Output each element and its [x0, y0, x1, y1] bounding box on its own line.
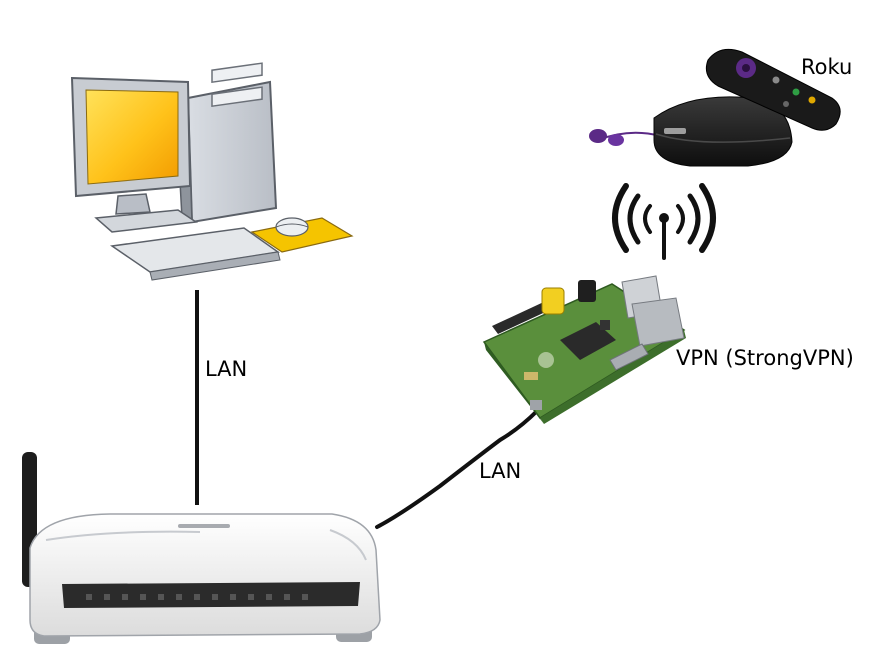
lan-label-router-pi: LAN [479, 459, 522, 483]
lan-label-pc-router: LAN [205, 357, 248, 381]
raspberry-pi-board-icon [482, 275, 686, 424]
vpn-label: VPN (StrongVPN) [676, 346, 854, 370]
roku-label: Roku [801, 55, 853, 79]
lan-cable-router-pi [375, 409, 539, 529]
earbuds-icon [589, 129, 661, 146]
roku-player-icon [589, 48, 841, 167]
router-led-strip [86, 594, 308, 600]
wifi-router-icon [22, 452, 381, 644]
desktop-computer-icon [70, 62, 354, 281]
wireless-signal-icon [612, 183, 716, 260]
